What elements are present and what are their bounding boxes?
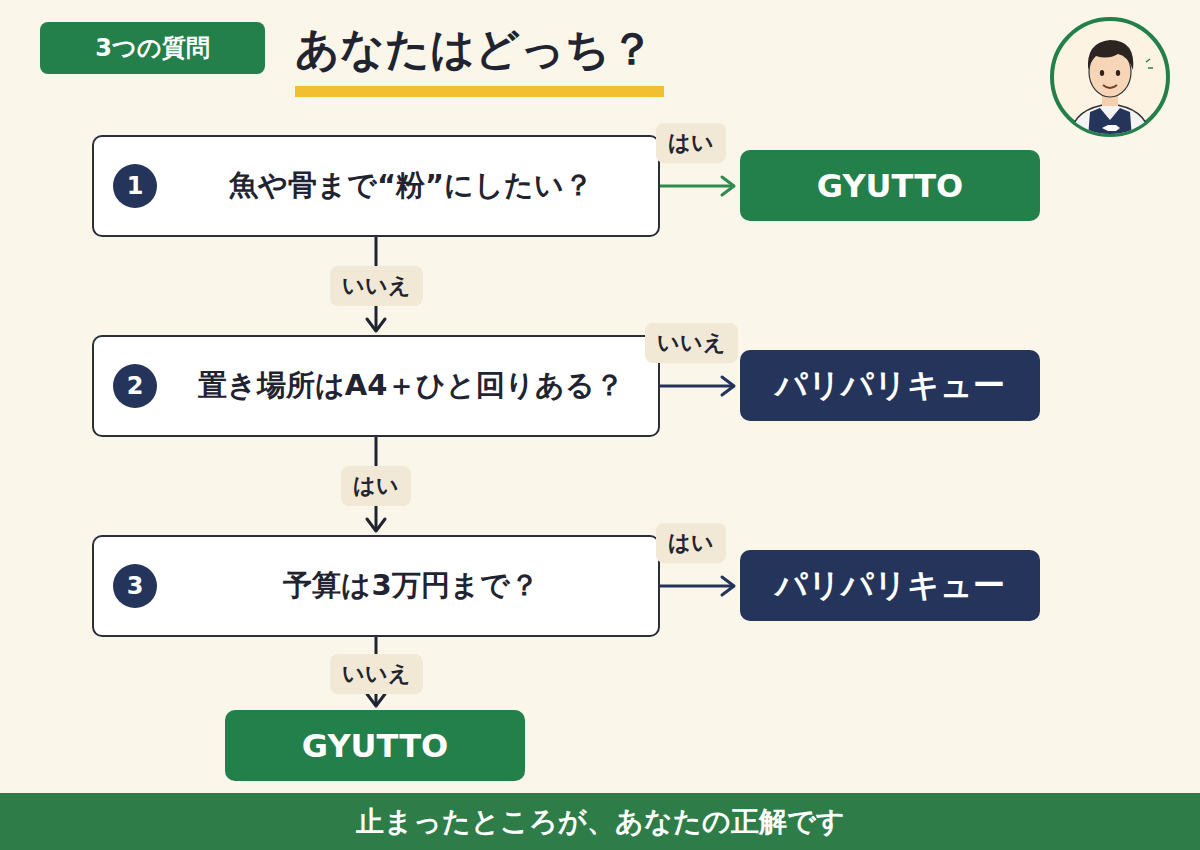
footer-band: 止まったところが、あなたの正解です — [0, 793, 1200, 850]
arrow-head — [367, 694, 385, 706]
result-box: パリパリキュー — [740, 550, 1040, 621]
question-box: 予算は3万円まで？ 3 — [92, 535, 660, 637]
step-number: 2 — [113, 364, 157, 408]
node-text: パリパリキュー — [775, 364, 1005, 408]
node-text: 3 — [127, 572, 144, 600]
node-text: パリパリキュー — [775, 564, 1005, 608]
avatar-illustration — [1048, 16, 1172, 138]
step-number: 1 — [113, 164, 157, 208]
node-text: 予算は3万円まで？ — [283, 566, 538, 606]
edge-label: いいえ — [330, 266, 423, 306]
section-badge: 3つの質問 — [40, 22, 265, 74]
arrow-head — [722, 377, 734, 395]
result-box: GYUTTO — [225, 710, 525, 781]
arrow-head — [367, 519, 385, 531]
connector — [660, 377, 734, 395]
edge-label: はい — [656, 523, 726, 563]
connector — [660, 177, 734, 195]
node-text: GYUTTO — [817, 167, 963, 205]
diagram-title: あなたはどっち？ — [295, 20, 654, 79]
node-text: 止まったところが、あなたの正解です — [356, 803, 845, 841]
node-text: 魚や骨まで“粉”にしたい？ — [229, 166, 593, 206]
node-text: 1 — [127, 172, 144, 200]
result-box: GYUTTO — [740, 150, 1040, 221]
result-box: パリパリキュー — [740, 350, 1040, 421]
node-text: 置き場所はA4＋ひと回りある？ — [198, 366, 625, 406]
edge-label: はい — [656, 123, 726, 163]
node-text: 2 — [127, 372, 144, 400]
title-underline — [295, 86, 664, 97]
arrow-head — [722, 577, 734, 595]
connector — [660, 577, 734, 595]
node-text: 3つの質問 — [95, 32, 210, 64]
arrow-head — [722, 177, 734, 195]
connector-line — [660, 185, 734, 188]
arrow-head — [367, 319, 385, 331]
edge-label: はい — [341, 466, 411, 506]
edge-label: いいえ — [645, 323, 738, 363]
question-box: 魚や骨まで“粉”にしたい？ 1 — [92, 135, 660, 237]
step-number: 3 — [113, 564, 157, 608]
node-text: GYUTTO — [302, 727, 448, 765]
connector-line — [660, 385, 734, 388]
edge-label: いいえ — [330, 654, 423, 694]
question-box: 置き場所はA4＋ひと回りある？ 2 — [92, 335, 660, 437]
connector-line — [660, 585, 734, 588]
